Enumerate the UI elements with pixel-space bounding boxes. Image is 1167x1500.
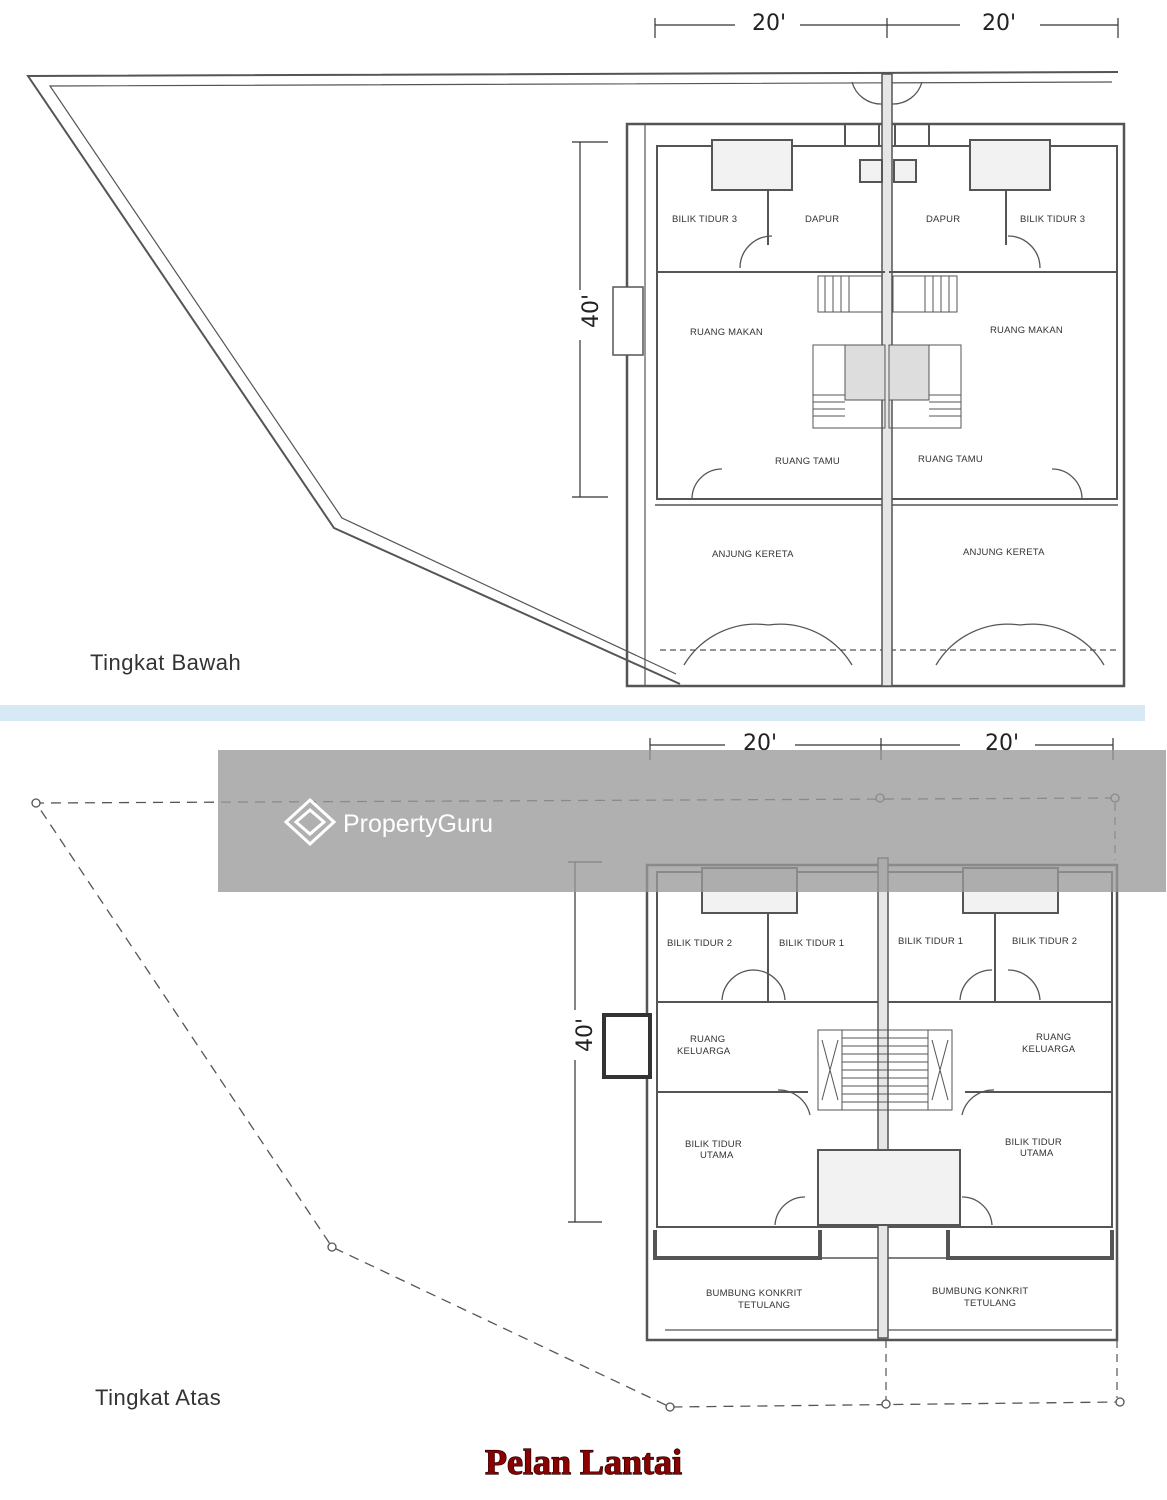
room-label: DAPUR <box>805 214 839 225</box>
ground-staircase <box>812 275 962 429</box>
room-label: RUANG TAMU <box>775 456 840 467</box>
room-label: RUANG MAKAN <box>990 325 1063 336</box>
room-label: UTAMA <box>700 1150 734 1161</box>
room-label: BILIK TIDUR 3 <box>672 214 737 225</box>
ground-side-bay <box>612 286 644 356</box>
room-label: BILIK TIDUR 2 <box>1012 936 1077 947</box>
room-label: RUANG <box>690 1034 725 1045</box>
room-label: RUANG MAKAN <box>690 327 763 338</box>
ground-floor-plan: 20' 20' 40' <box>26 11 1126 688</box>
ground-width-dimension <box>654 18 1119 38</box>
room-label: BILIK TIDUR 1 <box>779 938 844 949</box>
ground-dim-left: 20' <box>752 11 786 36</box>
room-label: RUANG <box>1036 1032 1071 1043</box>
room-label: UTAMA <box>1020 1148 1054 1159</box>
ground-interior-walls <box>657 123 1117 273</box>
ground-dim-depth: 40' <box>579 294 604 328</box>
room-label: BILIK TIDUR <box>1005 1137 1062 1148</box>
propertyguru-logo-icon <box>283 797 337 847</box>
separator-band <box>0 705 1145 721</box>
ground-dim-right: 20' <box>982 11 1016 36</box>
room-label: TETULANG <box>964 1298 1016 1309</box>
room-label: BILIK TIDUR <box>685 1139 742 1150</box>
ground-depth-dimension <box>572 141 608 498</box>
ground-house-walls <box>625 122 1126 688</box>
ground-site-boundary <box>26 71 1119 685</box>
room-label: BUMBUNG KONKRIT <box>932 1286 1028 1297</box>
upper-doors <box>721 969 1041 1226</box>
room-label: ANJUNG KERETA <box>963 547 1045 558</box>
watermark-text: PropertyGuru <box>343 810 493 838</box>
ground-room-labels: BILIK TIDUR 3 DAPUR DAPUR BILIK TIDUR 3 … <box>672 214 1085 560</box>
upper-side-bay <box>602 1013 652 1079</box>
room-label: BUMBUNG KONKRIT <box>706 1288 802 1299</box>
page-title: Pelan Lantai <box>485 1442 682 1482</box>
ground-doors <box>683 81 1105 666</box>
watermark: PropertyGuru <box>218 750 1166 892</box>
room-label: BILIK TIDUR 2 <box>667 938 732 949</box>
room-label: KELUARGA <box>1022 1044 1076 1055</box>
upper-level-label: Tingkat Atas <box>95 1385 221 1410</box>
upper-party-wall <box>877 857 889 1339</box>
room-label: DAPUR <box>926 214 960 225</box>
upper-dim-depth: 40' <box>573 1018 598 1052</box>
upper-staircase <box>817 1029 953 1111</box>
room-label: TETULANG <box>738 1300 790 1311</box>
room-label: KELUARGA <box>677 1046 731 1057</box>
room-label: ANJUNG KERETA <box>712 549 794 560</box>
room-label: BILIK TIDUR 3 <box>1020 214 1085 225</box>
watermark-banner <box>218 750 1166 892</box>
ground-level-label: Tingkat Bawah <box>90 650 241 675</box>
room-label: BILIK TIDUR 1 <box>898 936 963 947</box>
upper-room-labels: BILIK TIDUR 2 BILIK TIDUR 1 BILIK TIDUR … <box>667 936 1077 1311</box>
room-label: RUANG TAMU <box>918 454 983 465</box>
